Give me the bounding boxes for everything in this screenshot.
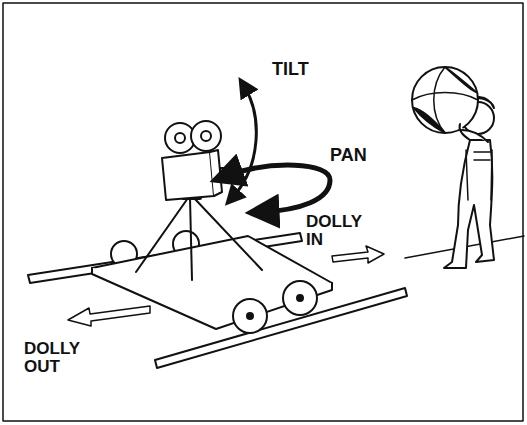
child-figure (412, 67, 494, 268)
pan-label: PAN (330, 146, 367, 165)
tilt-label: TILT (272, 60, 309, 79)
reel-hub (201, 131, 211, 141)
camera-body (162, 152, 214, 200)
wheel-hub (297, 295, 303, 301)
dolly-in-arrow (332, 246, 384, 263)
wheel-hub (247, 313, 253, 319)
frame (3, 3, 523, 421)
reel-hub (175, 133, 185, 143)
front-wheel (283, 281, 317, 315)
tilt-arrow (232, 86, 256, 198)
front-rail (155, 288, 407, 368)
dolly-in-label: DOLLY IN (306, 213, 368, 249)
front-wheel (233, 299, 267, 333)
dolly-out-arrow (68, 306, 150, 326)
pan-arrow (226, 165, 330, 212)
tripod-legs (136, 198, 262, 280)
dolly-out-label: DOLLY OUT (24, 340, 94, 376)
film-reel (191, 121, 221, 151)
